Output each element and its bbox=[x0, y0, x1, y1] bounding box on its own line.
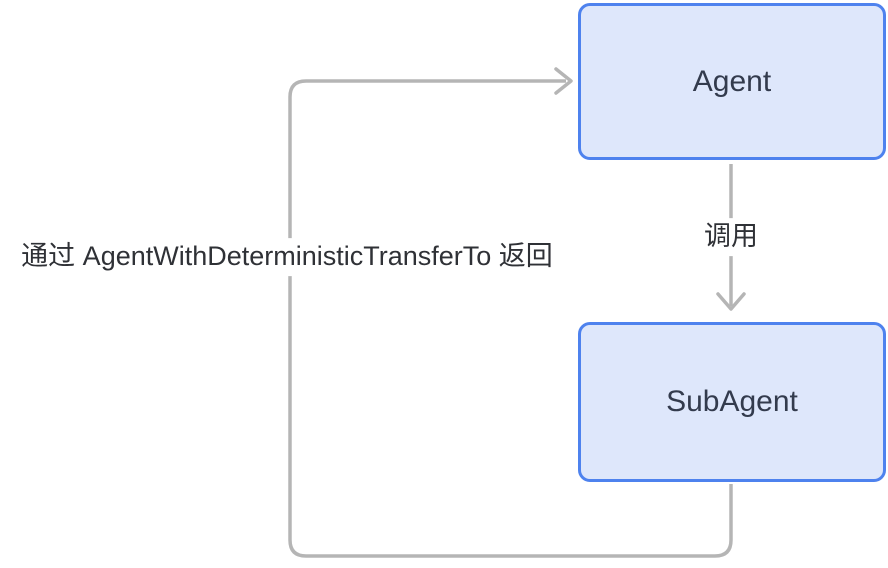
edge-label-return: 通过 AgentWithDeterministicTransferTo 返回 bbox=[15, 238, 559, 276]
node-subagent-label: SubAgent bbox=[666, 385, 798, 418]
node-agent-label: Agent bbox=[692, 64, 772, 98]
node-agent: Agent bbox=[578, 3, 886, 160]
edge-return-line bbox=[288, 79, 733, 558]
edge-return-arrowhead bbox=[554, 67, 573, 95]
edge-call-arrowhead bbox=[716, 292, 746, 311]
edge-label-call: 调用 bbox=[698, 218, 764, 256]
node-subagent: SubAgent bbox=[578, 322, 886, 482]
